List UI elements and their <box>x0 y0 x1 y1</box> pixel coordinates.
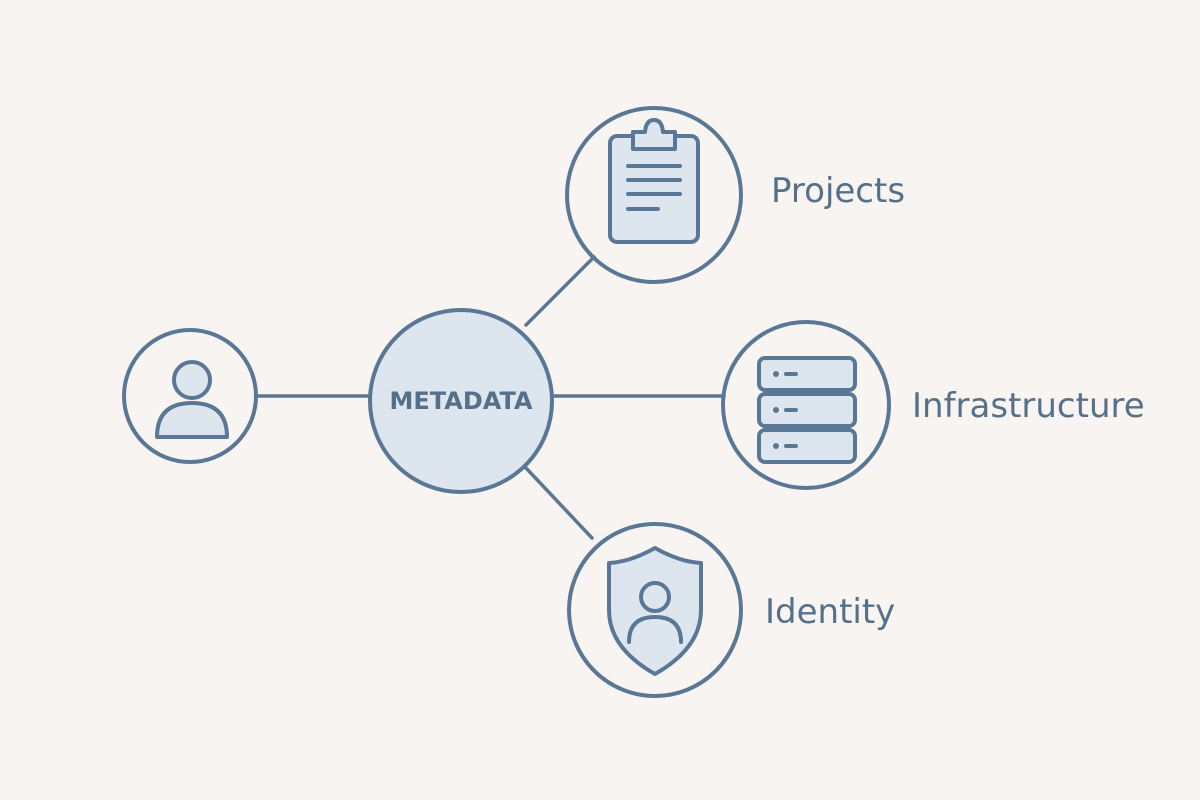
hub-label: METADATA <box>389 387 533 415</box>
edge-metadata-identity <box>524 466 594 540</box>
node-identity-label: Identity <box>765 592 895 632</box>
node-user[interactable] <box>122 328 258 464</box>
user-icon <box>155 360 229 439</box>
server-icon <box>757 356 857 464</box>
edge-metadata-projects <box>524 255 596 327</box>
node-projects-ring <box>565 106 743 284</box>
node-identity-ring <box>567 522 743 698</box>
node-infrastructure-label: Infrastructure <box>912 386 1145 426</box>
clipboard-icon <box>608 118 700 244</box>
hub-circle <box>368 308 554 494</box>
node-identity[interactable]: Identity <box>567 522 895 698</box>
node-projects-label: Projects <box>771 171 905 211</box>
hub-node[interactable]: METADATA <box>368 308 554 494</box>
shield-user-icon <box>607 546 703 676</box>
node-user-ring <box>122 328 258 464</box>
node-projects[interactable]: Projects <box>565 106 905 284</box>
node-infrastructure-ring <box>721 320 891 490</box>
node-infrastructure[interactable]: Infrastructure <box>721 320 1145 490</box>
